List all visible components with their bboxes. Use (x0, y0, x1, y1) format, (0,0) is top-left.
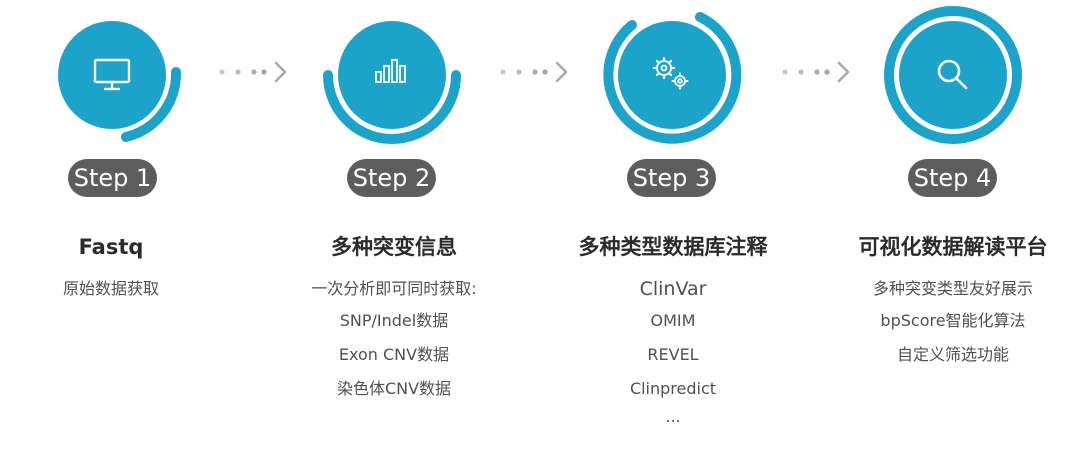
step-4-title: 可视化数据解读平台 (858, 235, 1048, 259)
step-2-line-3: Exon CNV数据 (338, 345, 450, 364)
step-3-badge-label: Step 3 (633, 164, 711, 192)
step-3-line-3: REVEL (647, 345, 699, 364)
step-2-arc (323, 70, 461, 144)
step-1-badge-label: Step 1 (74, 164, 152, 192)
step-1-title: Fastq (78, 235, 144, 259)
step-1-badge (68, 159, 157, 197)
monitor-icon (93, 58, 131, 91)
step-2-badge-label: Step 2 (353, 164, 431, 192)
step-2-line-4: 染色体CNV数据 (336, 379, 452, 398)
chevron-right-icon (274, 61, 287, 83)
step-3-content: 多种类型数据库注释 ClinVar OMIM REVEL Clinpredict… (538, 232, 808, 428)
step-4-ring (884, 6, 1022, 144)
step-4-line-2: bpScore智能化算法 (880, 311, 1026, 330)
step-3-line-2: OMIM (650, 311, 696, 330)
arrow-2-to-3 (500, 61, 568, 83)
step-3-graphic: Step 3 (603, 12, 742, 197)
step-2-content: 多种突变信息 一次分析即可同时获取: SNP/Indel数据 Exon CNV数… (259, 232, 529, 406)
step-1-content: Fastq 原始数据获取 (0, 232, 246, 304)
step-3-badge (627, 159, 716, 197)
step-1-arc (121, 67, 182, 142)
chevron-right-icon (555, 61, 568, 83)
step-3-title: 多种类型数据库注释 (578, 235, 768, 259)
step-3-arc (603, 12, 742, 144)
step-4-line-3: 自定义筛选功能 (896, 345, 1009, 364)
step-1-circle (58, 21, 166, 129)
step-2-line-2: SNP/Indel数据 (339, 311, 449, 330)
step-4-content: 可视化数据解读平台 多种突变类型友好展示 bpScore智能化算法 自定义筛选功… (818, 232, 1080, 372)
step-1-graphic: Step 1 (58, 21, 182, 197)
step-3-line-4: Clinpredict (629, 379, 717, 398)
chevron-right-icon (837, 61, 850, 83)
step-2-badge (347, 159, 436, 197)
step-4-circle (899, 21, 1007, 129)
bar-chart-icon (375, 59, 406, 83)
magnifier-icon (937, 59, 968, 90)
step-2-line-1: 一次分析即可同时获取: (311, 279, 477, 298)
step-1-line-1: 原始数据获取 (62, 279, 159, 298)
step-2-title: 多种突变信息 (331, 235, 457, 259)
arrow-3-to-4 (782, 61, 850, 83)
step-4-line-1: 多种突变类型友好展示 (872, 279, 1033, 298)
step-4-badge (908, 159, 997, 197)
step-3-line-5: ... (665, 407, 681, 426)
gears-icon (652, 56, 689, 90)
step-4-badge-label: Step 4 (914, 164, 992, 192)
arrow-1-to-2 (219, 61, 287, 83)
step-3-line-1: ClinVar (639, 278, 707, 300)
step-4-graphic: Step 4 (884, 6, 1022, 197)
step-2-graphic: Step 2 (323, 21, 461, 197)
